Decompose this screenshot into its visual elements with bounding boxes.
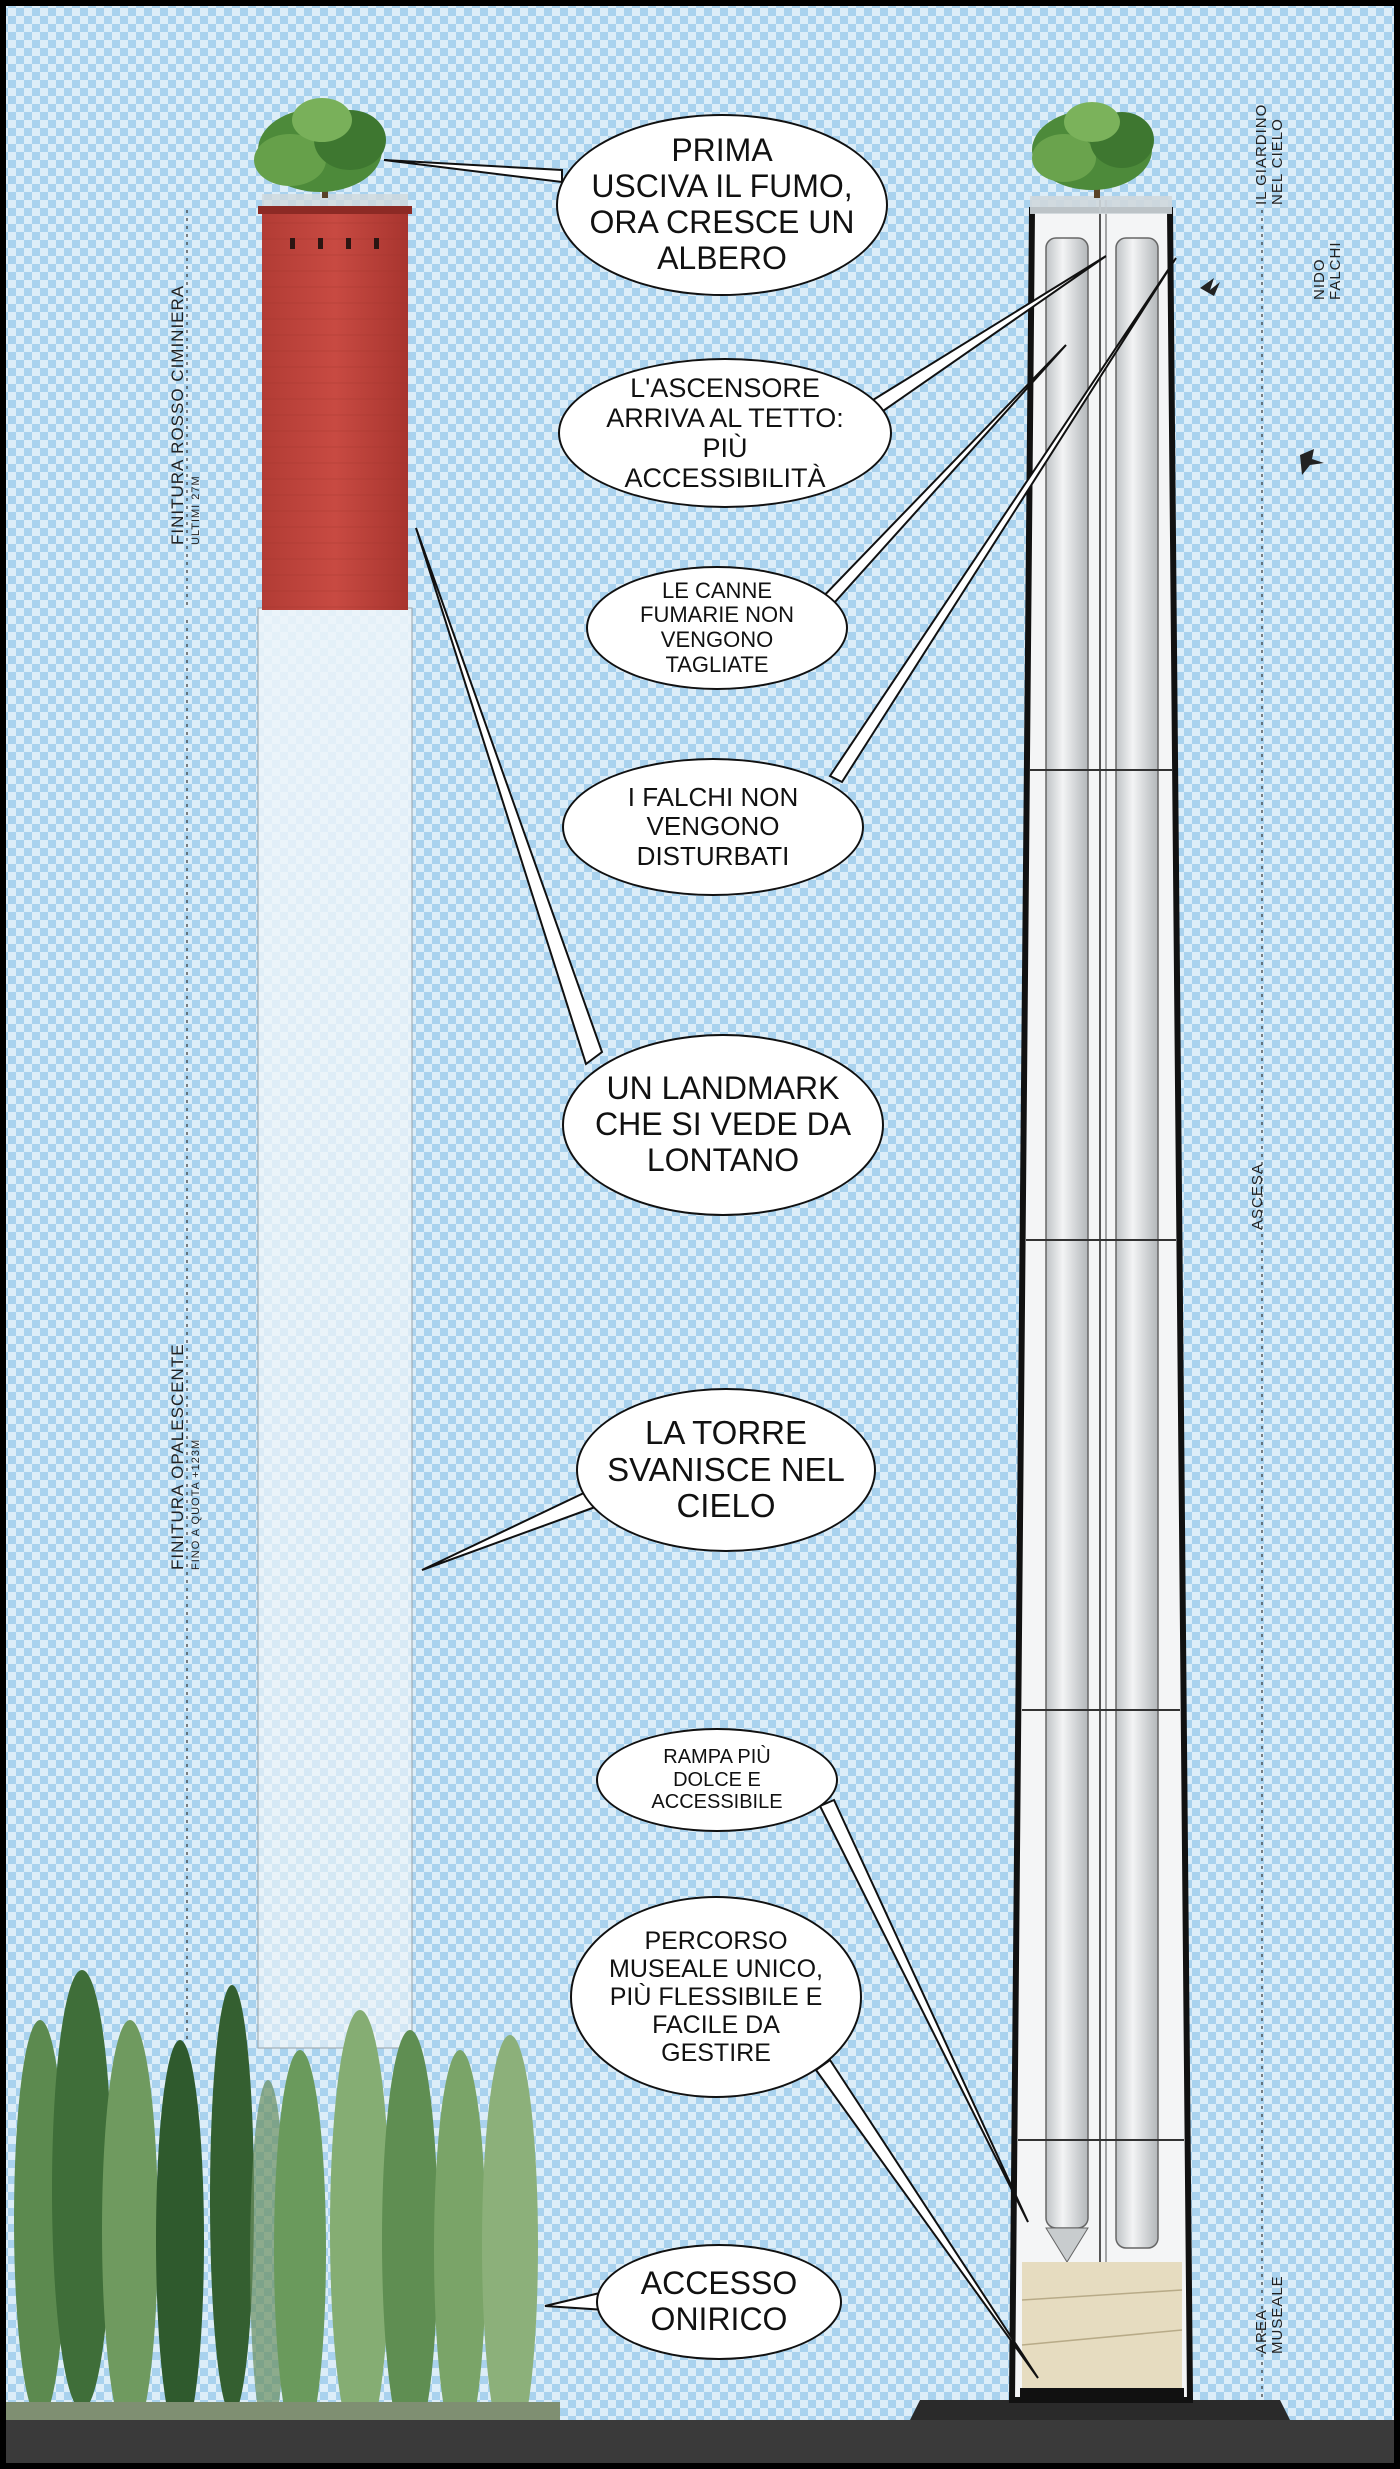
bubble-torre: LA TORRE SVANISCE NEL CIELO	[576, 1388, 876, 1552]
bubble-accesso: ACCESSO ONIRICO	[596, 2244, 842, 2360]
label-finitura-rosso: FINITURA ROSSO CIMINIERA ULTIMI 27m	[168, 284, 202, 545]
bubble-canne: LE CANNE FUMARIE NON VENGONO TAGLIATE	[586, 566, 848, 690]
museum-area	[1022, 2262, 1182, 2394]
ground	[0, 2420, 1400, 2469]
label-finitura-opalescente: FINITURA OPALESCENTE FINO A QUOTA +123m	[168, 1343, 202, 1570]
flue-left	[1045, 237, 1089, 2229]
falcon-icon	[1300, 449, 1324, 475]
bubble-landmark: UN LANDMARK CHE SI VEDE DA LONTANO	[562, 1034, 884, 1216]
callout-tails	[383, 159, 1177, 2379]
right-chimney-section	[1008, 196, 1194, 2403]
bubble-falchi: I FALCHI NON VENGONO DISTURBATI	[562, 758, 864, 896]
label-nido-falchi: NIDO FALCHI	[1311, 241, 1344, 300]
opalescent-shaft	[257, 607, 413, 2049]
flue-right	[1115, 237, 1159, 2249]
bubble-rampa: RAMPA PIÙ DOLCE E ACCESSIBILE	[596, 1728, 838, 1832]
left-chimney	[257, 194, 413, 2049]
label-giardino: IL GIARDINO NEL CIELO	[1253, 103, 1286, 205]
label-area-museale: AREA MUSEALE	[1253, 2275, 1286, 2354]
bubble-fumo: PRIMA USCIVA IL FUMO, ORA CRESCE UN ALBE…	[556, 114, 888, 296]
bubble-ascensore: L'ASCENSORE ARRIVA AL TETTO: PIÙ ACCESSI…	[558, 358, 892, 508]
tree-left-top	[254, 98, 386, 198]
bubble-percorso: PERCORSO MUSEALE UNICO, PIÙ FLESSIBILE E…	[570, 1896, 862, 2098]
cypress-row	[14, 1970, 538, 2455]
label-ascesa: ASCESA	[1249, 1163, 1266, 1230]
tree-right-top	[1032, 102, 1154, 198]
falcon-icon	[1200, 278, 1220, 296]
